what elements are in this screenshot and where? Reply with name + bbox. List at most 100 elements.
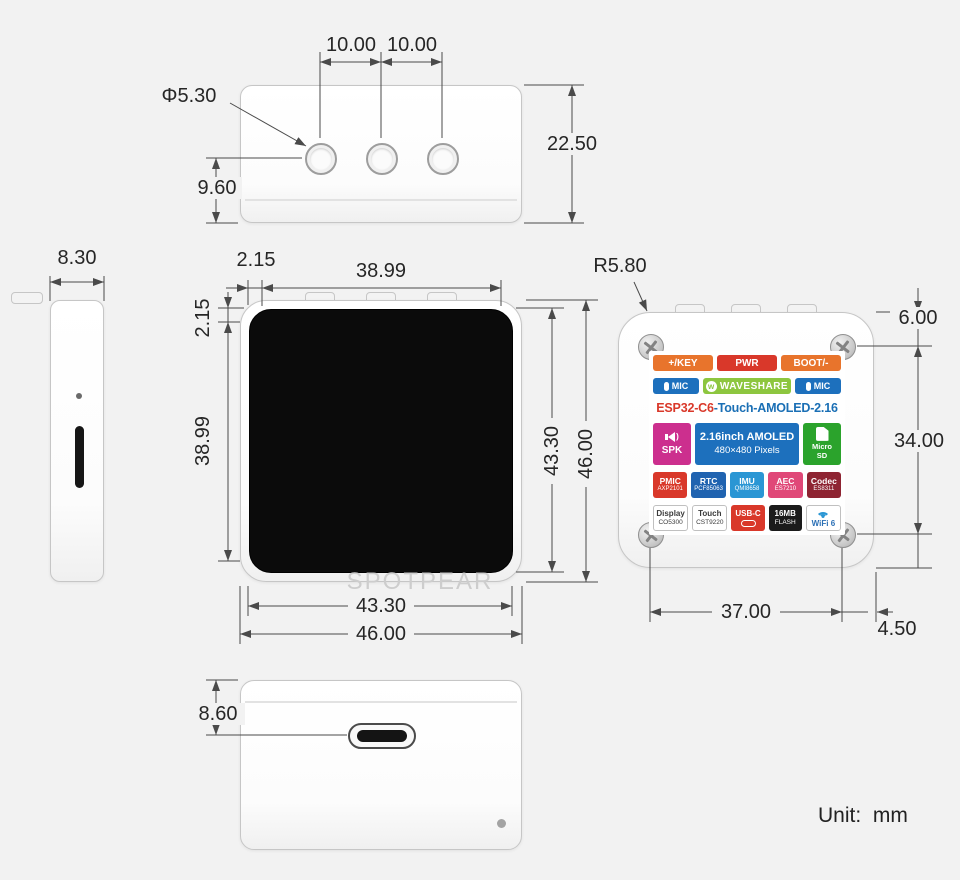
label-microsd: Micro SD <box>803 422 841 465</box>
chip-part: PCF85063 <box>694 486 723 493</box>
sd-card-icon <box>815 426 829 441</box>
chip-name: Codec <box>810 476 837 487</box>
amoled-screen <box>249 309 513 573</box>
label-key-plus: +/KEY <box>653 355 713 371</box>
chip-usbc: USB-C <box>731 504 765 531</box>
dim-body-height: 46.00 <box>575 421 597 487</box>
chip-wifi: WiFi 6 <box>805 504 842 531</box>
label-key-pwr: PWR <box>717 355 777 371</box>
top-view-button-1 <box>305 143 337 175</box>
label-feature-row: ) SPK 2.16inch AMOLED 480×480 Pixels Mic… <box>653 422 841 465</box>
product-title-primary: ESP32-C6 <box>656 401 714 416</box>
speaker-label: SPK <box>661 444 683 456</box>
top-view-button-3 <box>427 143 459 175</box>
chip-name: USB-C <box>735 508 761 518</box>
chip-part: ES8311 <box>813 486 835 493</box>
dim-active-height: 38.99 <box>192 415 214 467</box>
product-title: ESP32-C6-Touch-AMOLED-2.16 <box>653 401 841 415</box>
top-view-button-2 <box>366 143 398 175</box>
chip-name: IMU <box>739 476 755 487</box>
brand-label: WAVESHARE <box>719 380 789 392</box>
case-seam <box>245 199 517 201</box>
button-tab <box>11 292 43 304</box>
dim-usb-offset: 8.60 <box>191 703 245 725</box>
waveshare-logo-icon: w <box>705 380 717 392</box>
dim-button-pitch-right: 10.00 <box>386 34 438 56</box>
label-key-boot: BOOT/- <box>781 355 841 371</box>
chip-name: WiFi 6 <box>811 518 836 528</box>
chip-part: QMI8658 <box>734 486 760 493</box>
chip-name: Display <box>656 509 685 519</box>
chip-part: FLASH <box>774 518 796 526</box>
watermark: SPOTPEAR <box>346 568 494 595</box>
wifi-icon <box>816 508 831 518</box>
mic-label: MIC <box>813 381 831 392</box>
dim-button-pitch-left: 10.00 <box>325 34 377 56</box>
sd-card-slot <box>75 426 84 488</box>
chip-name: AEC <box>776 476 795 487</box>
front-view-body <box>240 300 522 582</box>
dim-glass-width: 43.30 <box>348 595 414 617</box>
dim-bezel-top: 2.15 <box>236 249 276 271</box>
label-keys-row: +/KEY PWR BOOT/- <box>653 355 841 371</box>
dim-bezel-left: 2.15 <box>192 298 214 338</box>
side-hole <box>76 393 82 399</box>
top-view-body <box>240 85 522 223</box>
display-line1: 2.16inch AMOLED <box>699 431 795 444</box>
label-speaker: ) SPK <box>653 422 691 465</box>
mic-label: MIC <box>671 381 689 392</box>
label-mic-left: MIC <box>653 378 699 395</box>
dim-button-offset: 9.60 <box>192 177 242 199</box>
chip-part: ES7210 <box>774 486 797 493</box>
dim-screw-span-vertical: 34.00 <box>886 430 952 452</box>
label-display-info: 2.16inch AMOLED 480×480 Pixels <box>695 422 799 465</box>
dim-corner-radius: R5.80 <box>593 255 647 277</box>
dim-body-width: 46.00 <box>348 623 414 645</box>
chip-part: CO5300 <box>658 518 683 526</box>
dim-screw-span-horizontal: 37.00 <box>712 601 780 623</box>
side-view-body <box>50 300 104 582</box>
dim-active-width: 38.99 <box>355 260 407 282</box>
case-seam <box>245 701 517 703</box>
microphone-icon <box>805 381 811 391</box>
dim-top-height: 22.50 <box>541 133 603 155</box>
label-mic-right: MIC <box>795 378 841 395</box>
chip-name: RTC <box>699 476 718 487</box>
dim-screw-edge-offset: 4.50 <box>877 618 917 640</box>
chip-part: CST9220 <box>696 518 724 526</box>
display-line2: 480×480 Pixels <box>714 444 780 456</box>
sd-line1: Micro <box>811 441 832 451</box>
unit-label: Unit: mm <box>818 804 908 827</box>
chip-part: AXP2101 <box>657 486 683 493</box>
sd-line2: SD <box>816 451 828 461</box>
dim-screw-top-offset: 6.00 <box>890 307 946 329</box>
bottom-hole <box>497 819 506 828</box>
product-title-secondary: -Touch-AMOLED-2.16 <box>713 401 838 416</box>
chip-name: 16MB <box>774 509 796 519</box>
chip-name: PMIC <box>659 476 681 487</box>
usb-c-icon <box>740 520 756 528</box>
usb-c-port-slot <box>357 730 407 742</box>
bottom-view-body <box>240 680 522 850</box>
microphone-icon <box>663 381 669 391</box>
dim-glass-height: 43.30 <box>541 418 563 484</box>
chip-name: Touch <box>698 509 722 519</box>
dim-side-thickness: 8.30 <box>57 247 97 269</box>
speaker-icon: ) <box>665 431 679 442</box>
usb-c-port <box>348 723 416 749</box>
